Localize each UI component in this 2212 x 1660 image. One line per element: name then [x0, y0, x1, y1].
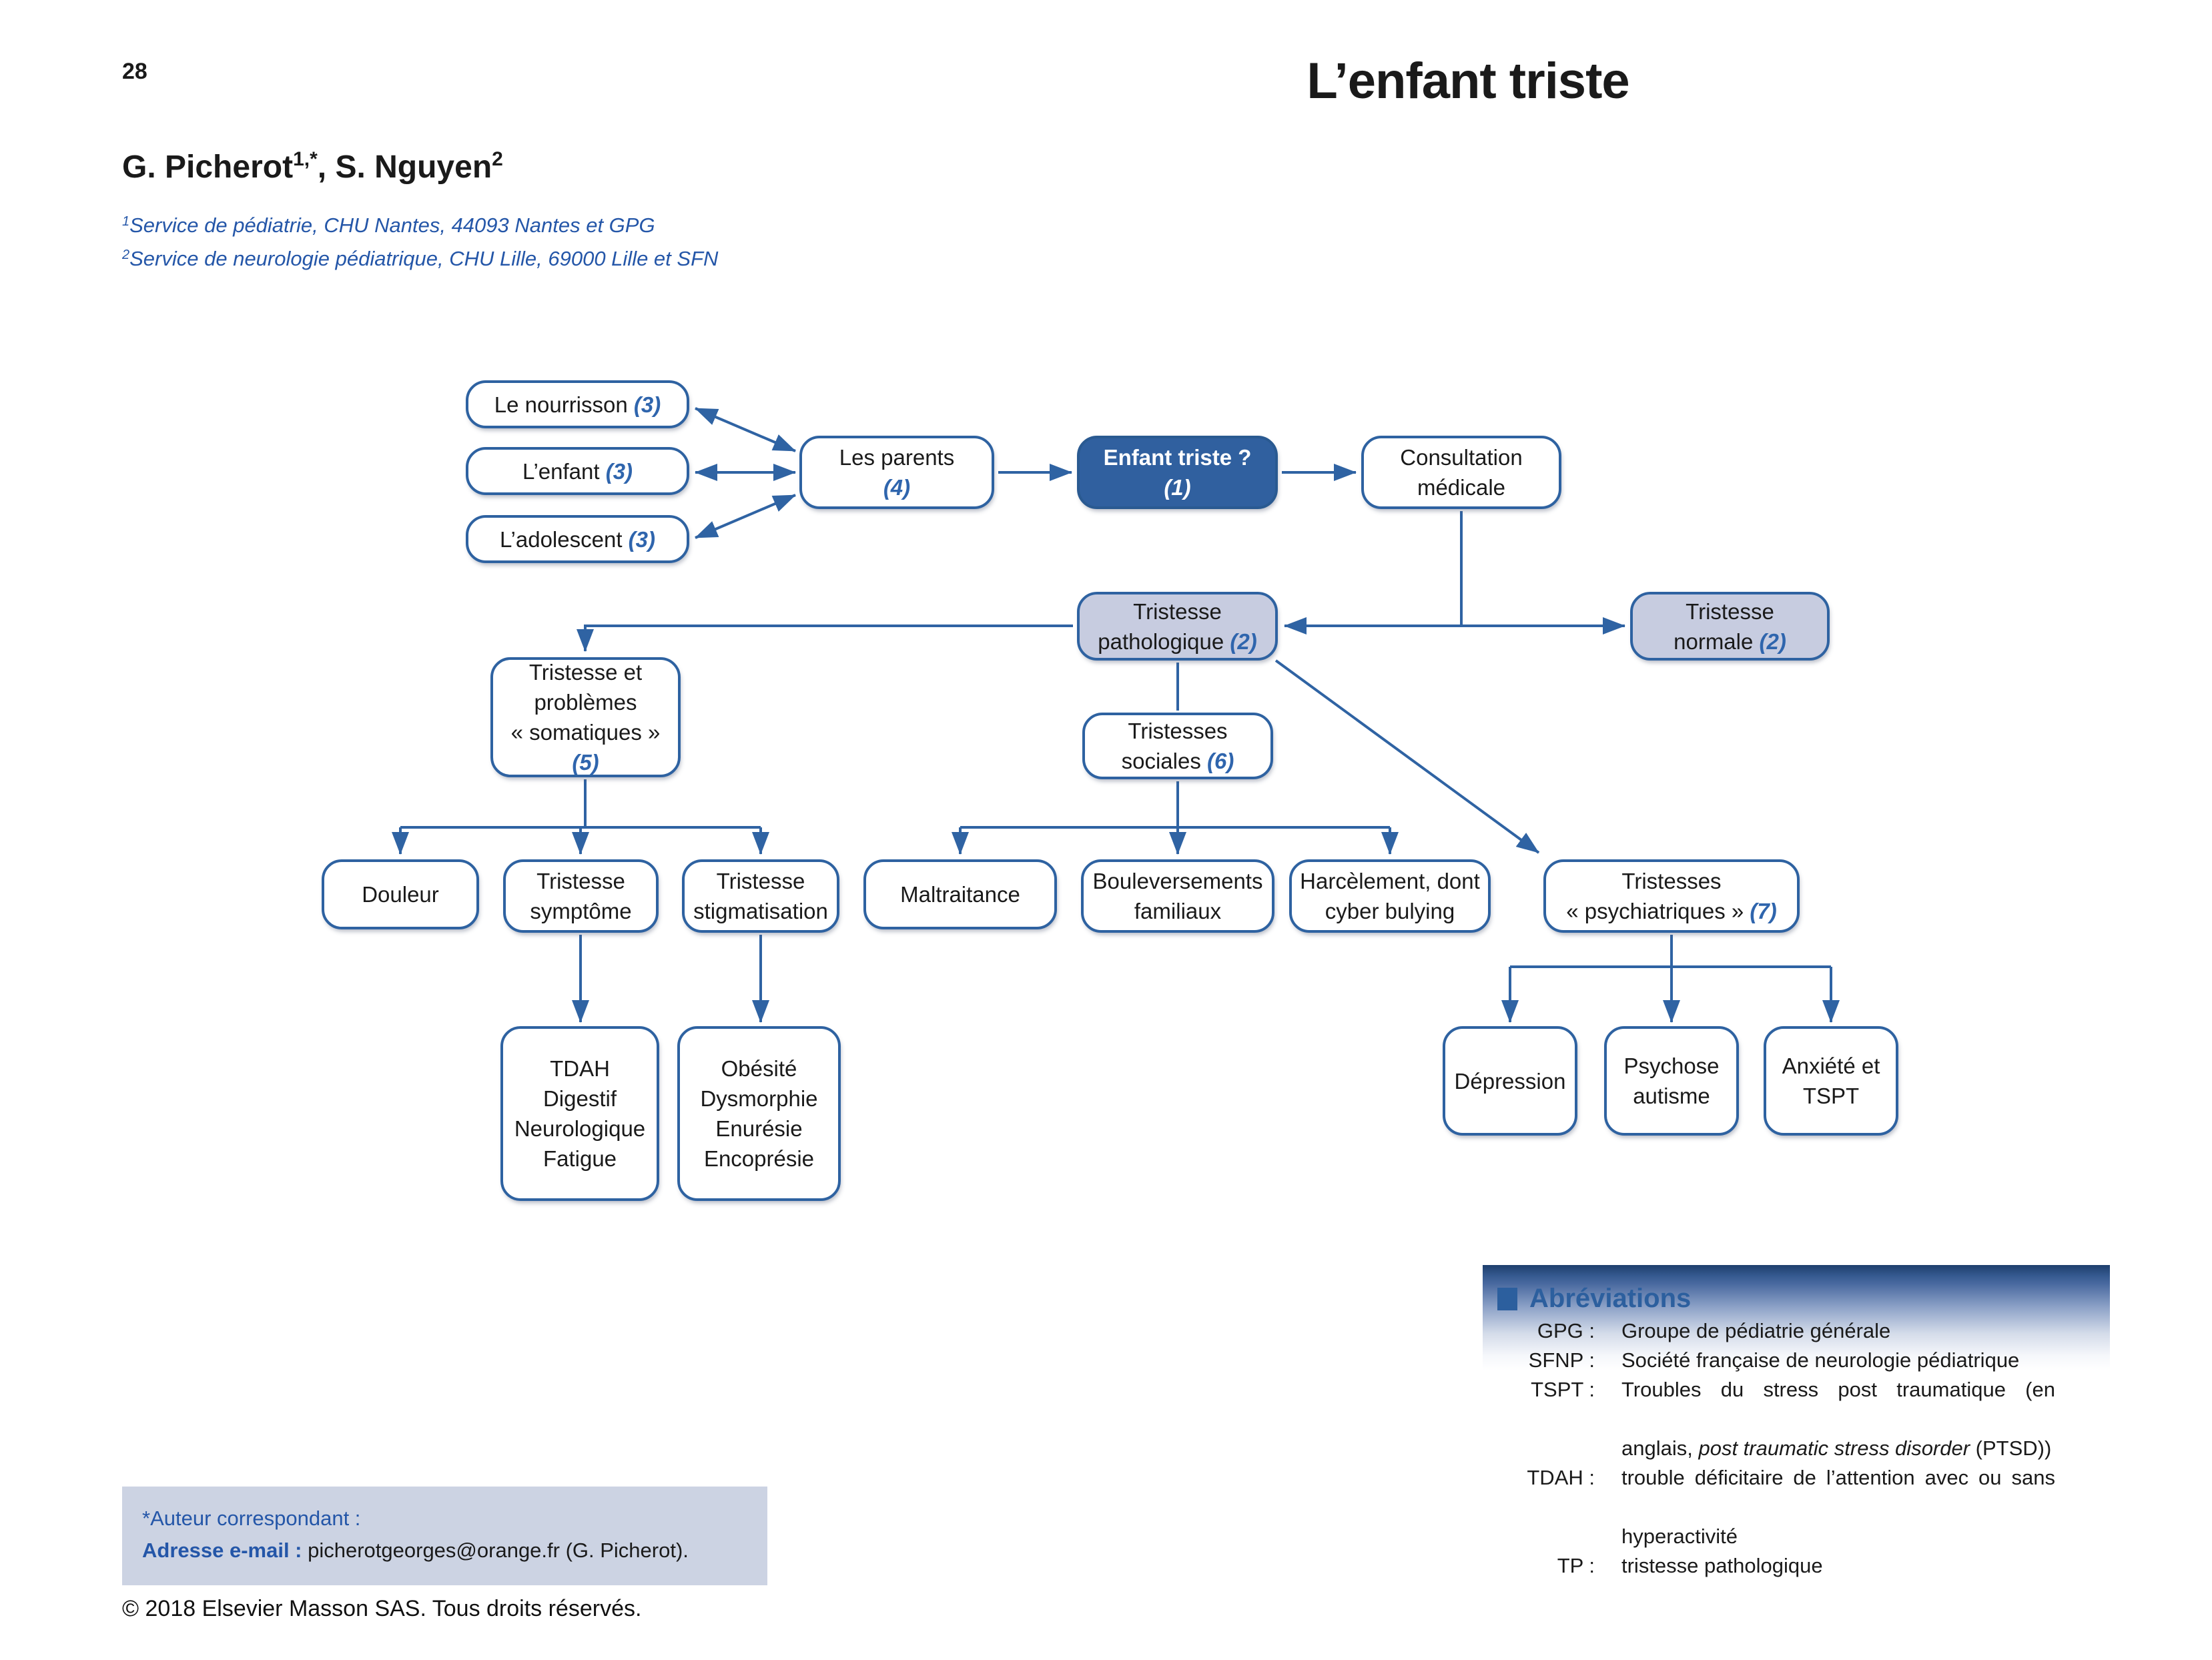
node-parents: Les parents (4) — [799, 436, 994, 509]
node-douleur: Douleur — [322, 859, 479, 929]
node-enfant-triste: Enfant triste ? (1) — [1077, 436, 1278, 509]
node-obesite-list: Obésité Dysmorphie Enurésie Encoprésie — [677, 1026, 841, 1201]
abbreviations-title: Abréviations — [1529, 1284, 1692, 1313]
copyright-line: © 2018 Elsevier Masson SAS. Tous droits … — [122, 1596, 642, 1621]
abbreviations-header: Abréviations — [1483, 1265, 2110, 1370]
node-tdah-list: TDAH Digestif Neurologique Fatigue — [500, 1026, 659, 1201]
node-enfant: L’enfant (3) — [466, 447, 689, 495]
abbreviations-panel: Abréviations GPG : Groupe de pédiatrie g… — [1483, 1265, 2110, 1577]
abbr-row-tspt: TSPT : Troubles du stress post traumatiq… — [1531, 1378, 2055, 1460]
affiliations: 1Service de pédiatrie, CHU Nantes, 44093… — [122, 207, 718, 274]
affiliation-1: 1Service de pédiatrie, CHU Nantes, 44093… — [122, 214, 655, 237]
square-bullet-icon — [1497, 1287, 1517, 1310]
node-depression: Dépression — [1443, 1026, 1577, 1136]
authors-line: G. Picherot1,*, S. Nguyen2 — [122, 148, 503, 185]
author-1-sup: 1,* — [293, 148, 318, 170]
abbr-row-sfnp: SFNP : Société française de neurologie p… — [1528, 1348, 2020, 1372]
correspondence-box: *Auteur correspondant : Adresse e-mail :… — [122, 1487, 767, 1585]
page-title: L’enfant triste — [1307, 53, 1629, 109]
node-consultation: Consultation médicale — [1361, 436, 1561, 509]
node-tristesses-sociales: Tristesses sociales (6) — [1082, 713, 1273, 779]
node-bouleversements: Bouleversements familiaux — [1081, 859, 1274, 933]
node-adolescent: L’adolescent (3) — [466, 515, 689, 563]
corresponding-author-note: *Auteur correspondant : — [142, 1507, 361, 1530]
node-tristesse-normale: Tristesse normale (2) — [1630, 592, 1830, 661]
node-harcelement: Harcèlement, dont cyber bulying — [1289, 859, 1491, 933]
abbr-row-tdah: TDAH : trouble déficitaire de l’attentio… — [1527, 1466, 2055, 1548]
node-maltraitance: Maltraitance — [863, 859, 1057, 929]
author-1: G. Picherot — [122, 149, 294, 185]
abbr-row-tp: TP : tristesse pathologique — [1557, 1554, 1823, 1577]
node-tristesses-psychiatriques: Tristesses « psychiatriques » (7) — [1543, 859, 1800, 933]
node-tristesse-symptome: Tristesse symptôme — [503, 859, 659, 933]
author-2: , S. Nguyen — [317, 149, 492, 185]
node-somatiques: Tristesse et problèmes « somatiques » (5… — [490, 657, 681, 777]
email-address: picherotgeorges@orange.fr (G. Picherot). — [302, 1539, 689, 1562]
node-nourrisson: Le nourrisson (3) — [466, 380, 689, 428]
node-psychose: Psychose autisme — [1604, 1026, 1739, 1136]
affiliation-2: 2Service de neurologie pédiatrique, CHU … — [122, 247, 719, 270]
node-tristesse-pathologique: Tristesse pathologique (2) — [1077, 592, 1278, 661]
node-tristesse-stigmatisation: Tristesse stigmatisation — [682, 859, 839, 933]
abbreviations-list: GPG : Groupe de pédiatrie générale SFNP … — [1495, 1316, 2082, 1581]
abbr-row-gpg: GPG : Groupe de pédiatrie générale — [1537, 1319, 1891, 1342]
email-line: Adresse e-mail : picherotgeorges@orange.… — [142, 1539, 689, 1562]
page-number: 28 — [122, 59, 147, 84]
author-2-sup: 2 — [492, 148, 503, 170]
node-anxiete: Anxiété et TSPT — [1764, 1026, 1898, 1136]
